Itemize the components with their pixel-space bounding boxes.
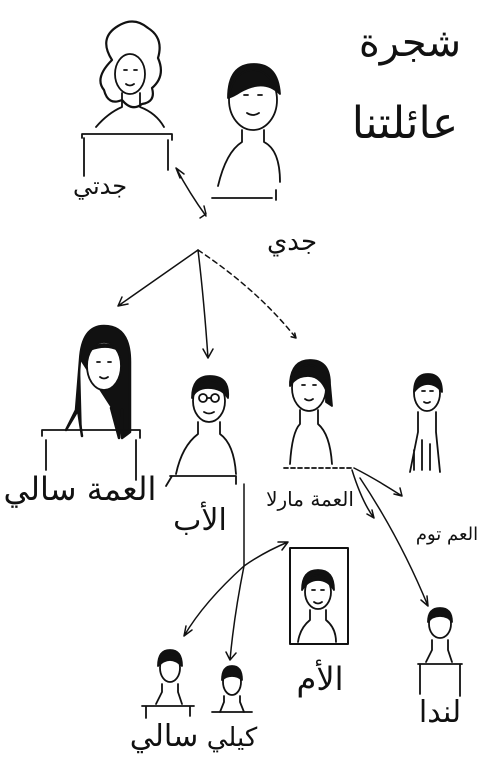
uncle-tom-portrait [409,373,443,473]
aunt-marla-portrait [283,359,355,469]
kelly-portrait [211,665,253,713]
mother-portrait [289,547,349,645]
aunt-sally-portrait [41,324,141,481]
grandmother-portrait [81,20,173,177]
label-linda: لندا [419,695,461,730]
label-grandfather: جدي [267,227,317,257]
label-aunt-marla: العمة مارلا [266,487,354,511]
father-portrait [165,375,237,487]
label-father: الأب [173,500,227,538]
label-uncle-tom: العم توم [416,524,478,545]
label-grandmother: جدتي [73,172,127,200]
label-sally: سالي [130,719,198,754]
label-aunt-sally: العمة سالي [4,470,157,508]
title-line-1: شجرة [359,20,461,66]
label-kelly: كيلي [207,723,258,753]
linda-portrait [417,607,463,697]
title-line-2: عائلتنا [352,98,458,149]
grandfather-portrait [211,63,281,201]
label-mother: الأم [297,659,344,698]
sally-portrait [141,649,195,719]
tree-connectors [117,167,429,661]
